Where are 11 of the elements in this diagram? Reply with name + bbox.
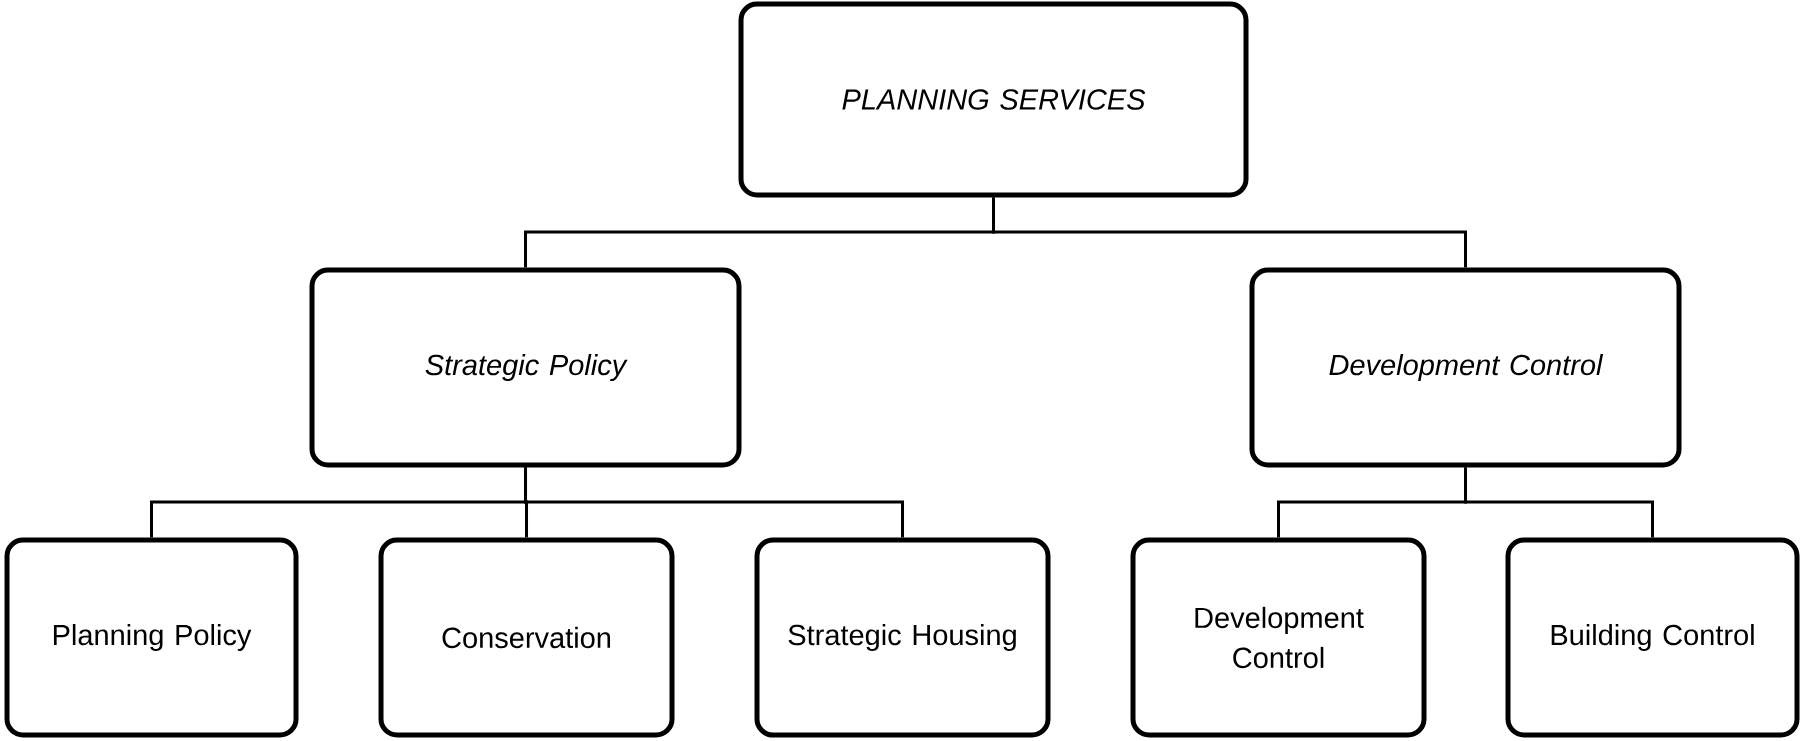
- org-box: Development Control: [1130, 537, 1427, 738]
- org-box: Development Control: [1249, 267, 1682, 468]
- org-box: Conservation: [378, 537, 675, 738]
- connector-line: [992, 197, 1467, 268]
- org-box: Planning Policy: [4, 537, 299, 738]
- connector-line: [1464, 467, 1654, 538]
- org-box: Strategic Policy: [309, 267, 742, 468]
- org-box: PLANNING SERVICES: [738, 1, 1249, 198]
- org-box: Building Control: [1505, 537, 1800, 738]
- org-box: Strategic Housing: [754, 537, 1051, 738]
- connector-line: [524, 467, 904, 538]
